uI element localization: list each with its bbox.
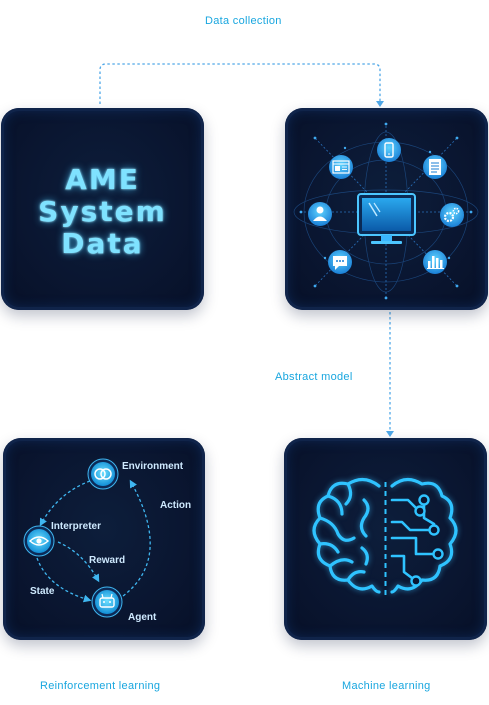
data-collection-label: Data collection [205,15,282,27]
machine-learning-label: Machine learning [342,680,431,692]
data-sources-graphic [293,122,479,300]
phone-icon [377,138,401,162]
arrowhead-down-icon [376,101,384,107]
ame-title-line2: System [38,195,167,228]
browser-window-icon [329,155,353,179]
ame-system-data-tile: AME System Data [1,108,204,310]
interpreter-node-icon [23,525,55,557]
interpreter-label: Interpreter [51,521,102,532]
environment-node-icon [87,458,119,490]
gear-icon [440,203,464,227]
reinforcement-learning-label: Reinforcement learning [40,680,161,692]
agent-label: Agent [128,612,157,623]
ame-title-line3: Data [61,227,144,260]
arrowhead-down-icon [386,431,394,437]
monitor-icon [357,193,416,244]
data-collection-connector [99,63,381,104]
bar-chart-icon [423,250,447,274]
action-label: Action [160,500,192,511]
document-icon [423,155,447,179]
environment-label: Environment [122,461,184,472]
abstract-model-label: Abstract model [275,371,353,383]
user-icon [308,202,332,226]
chat-icon [328,250,352,274]
reinforcement-learning-tile: Environment Action Interpreter Reward St… [3,438,205,640]
state-arrow [36,557,92,603]
ame-title-line1: AME [65,163,140,196]
machine-learning-tile [284,438,487,640]
action-arrow [122,479,151,597]
brain-circuit-icon [312,477,458,598]
reward-arrow [57,541,100,583]
rl-cycle-graphic [23,458,151,618]
state-label: State [30,586,55,597]
reward-label: Reward [89,555,126,566]
env-to-interpreter-arrow [39,480,91,527]
data-sources-tile [285,108,488,310]
agent-node-icon [91,586,123,618]
